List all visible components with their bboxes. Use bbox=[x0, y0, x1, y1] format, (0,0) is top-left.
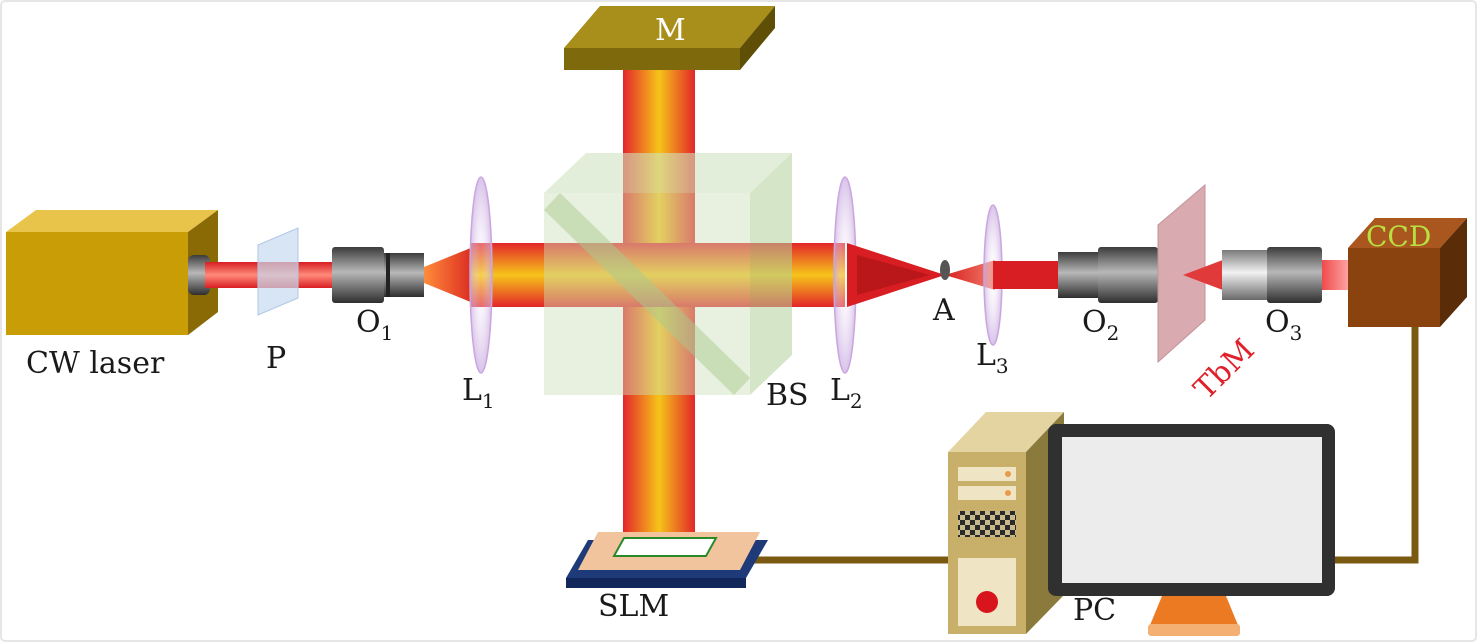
expanding-beam-cone bbox=[424, 245, 478, 305]
polarizer bbox=[257, 227, 299, 316]
diverging-beam-cone bbox=[945, 260, 995, 290]
beam-to-o3 bbox=[1183, 258, 1228, 292]
tbm-sample bbox=[1157, 183, 1206, 364]
objective-o1 bbox=[332, 247, 424, 303]
ccd-camera bbox=[1348, 218, 1467, 327]
beam-splitter bbox=[544, 153, 792, 395]
label-aperture: A bbox=[932, 293, 955, 328]
label-polarizer: P bbox=[266, 341, 286, 376]
cables bbox=[744, 325, 1419, 564]
beam-to-o2 bbox=[993, 261, 1063, 289]
label-cw-laser: CW laser bbox=[26, 346, 165, 381]
cw-laser bbox=[6, 210, 218, 335]
objective-o3 bbox=[1222, 247, 1322, 303]
label-lens1: L1 bbox=[462, 373, 495, 413]
aperture bbox=[940, 260, 950, 280]
objective-o2 bbox=[1058, 247, 1158, 303]
label-pc: PC bbox=[1073, 593, 1116, 628]
focusing-beam-cone bbox=[847, 243, 945, 307]
label-objective3: O3 bbox=[1265, 305, 1302, 345]
label-ccd: CCD bbox=[1366, 220, 1431, 253]
label-mirror: M bbox=[655, 13, 686, 48]
label-beam-splitter: BS bbox=[766, 378, 809, 413]
label-objective1: O1 bbox=[356, 305, 393, 345]
label-slm: SLM bbox=[598, 589, 669, 624]
label-lens3: L3 bbox=[976, 338, 1009, 378]
label-lens2: L2 bbox=[830, 373, 863, 413]
pc-tower bbox=[948, 412, 1064, 634]
pc-monitor bbox=[1048, 424, 1335, 636]
lens-l1 bbox=[469, 176, 493, 374]
beam-to-ccd bbox=[1322, 260, 1352, 290]
label-objective2: O2 bbox=[1082, 305, 1119, 345]
mirror-m bbox=[564, 6, 775, 70]
spatial-light-modulator bbox=[566, 532, 768, 588]
